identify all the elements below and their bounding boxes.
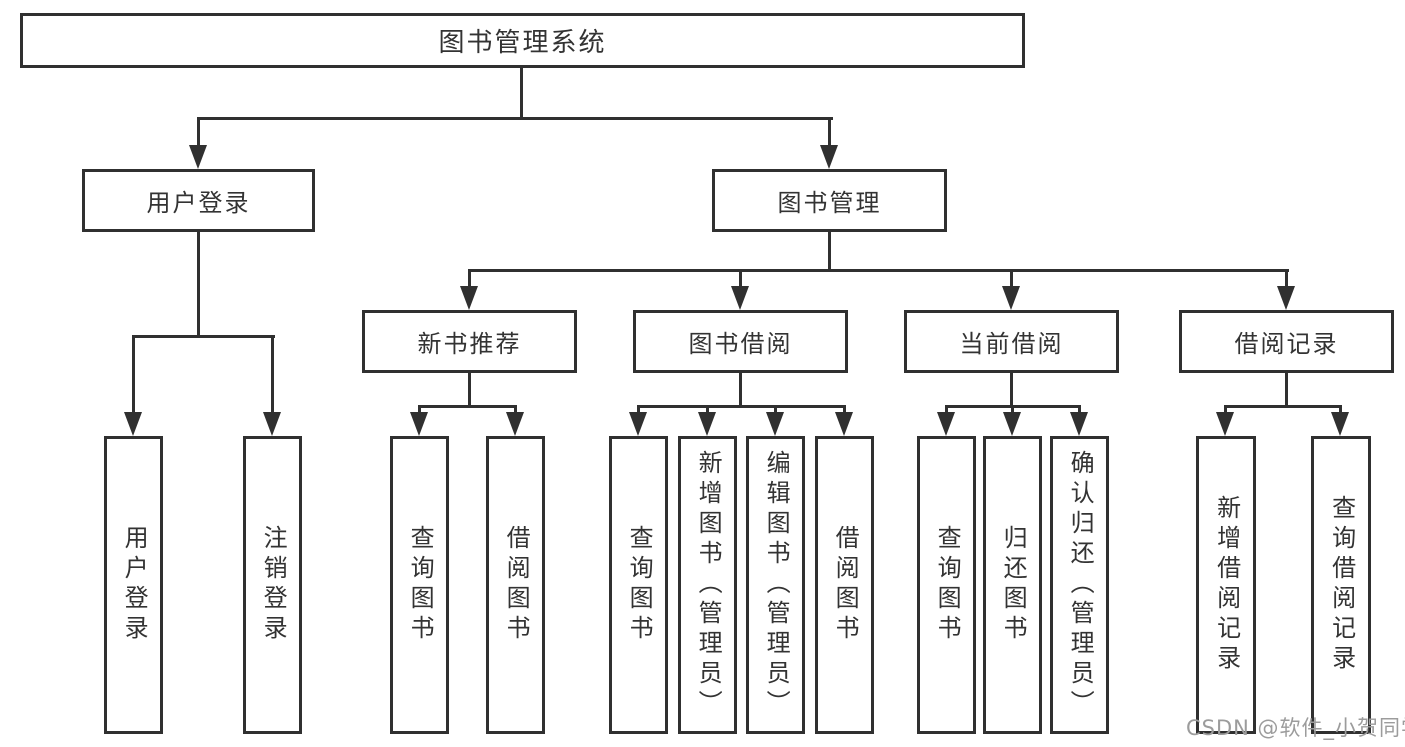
arrow-down-icon — [460, 286, 478, 310]
arrow-down-icon — [766, 412, 784, 436]
arrow-down-icon — [698, 412, 716, 436]
leaf-label: 查询图书 — [406, 525, 435, 645]
connector-drop-current — [1010, 269, 1013, 289]
connector-book-mgmt-stub — [828, 232, 831, 272]
connector-user-login-stub — [197, 232, 200, 338]
node-book-management: 图书管理 — [712, 169, 947, 232]
leaf-add-borrow-record: 新增借阅记录 — [1196, 436, 1256, 734]
node-user-login: 用户登录 — [82, 169, 315, 232]
leaf-label: 查询图书 — [625, 525, 654, 645]
connector-drop — [945, 405, 948, 415]
connector-new-book-stub — [468, 373, 471, 408]
node-new-book-recommend: 新书推荐 — [362, 310, 577, 373]
watermark: CSDN @软件_小贺同学 — [1186, 716, 1405, 740]
arrow-down-icon — [937, 412, 955, 436]
leaf-label: 借阅图书 — [831, 525, 860, 645]
connector-drop — [774, 405, 777, 415]
connector-drop — [514, 405, 517, 415]
connector-root-stub — [520, 68, 523, 120]
connector-book-mgmt-branch — [468, 269, 1289, 272]
node-new-book-recommend-label: 新书推荐 — [417, 330, 522, 358]
connector-borrowing-branch — [637, 405, 846, 408]
leaf-query-books-recommend: 查询图书 — [390, 436, 449, 734]
leaf-label: 新增借阅记录 — [1212, 495, 1241, 675]
node-user-login-label: 用户登录 — [146, 189, 251, 217]
arrow-down-icon — [124, 412, 142, 436]
leaf-user-login: 用户登录 — [104, 436, 163, 734]
leaf-user-login-label: 用户登录 — [120, 525, 149, 645]
node-book-borrowing-label: 图书借阅 — [688, 330, 793, 358]
leaf-label: 新增图书（管理员） — [694, 450, 723, 720]
leaf-query-books-borrowing: 查询图书 — [609, 436, 668, 734]
arrow-down-icon — [629, 412, 647, 436]
arrow-down-icon — [1331, 412, 1349, 436]
connector-records-branch — [1224, 405, 1342, 408]
connector-drop — [1224, 405, 1227, 415]
connector-current-stub — [1010, 373, 1013, 408]
connector-drop-user-login — [197, 117, 200, 149]
node-root-label: 图书管理系统 — [438, 28, 607, 58]
arrow-down-icon — [731, 286, 749, 310]
leaf-label: 编辑图书（管理员） — [762, 450, 791, 720]
connector-drop-new-book — [468, 269, 471, 289]
leaf-label: 查询图书 — [933, 525, 962, 645]
connector-records-stub — [1285, 373, 1288, 408]
leaf-query-books-current: 查询图书 — [917, 436, 976, 734]
connector-drop — [1011, 405, 1014, 415]
connector-drop — [1078, 405, 1081, 415]
connector-drop — [843, 405, 846, 415]
leaf-label: 确认归还（管理员） — [1066, 450, 1095, 720]
leaf-query-borrow-record: 查询借阅记录 — [1311, 436, 1371, 734]
leaf-label: 归还图书 — [999, 525, 1028, 645]
connector-drop — [418, 405, 421, 415]
node-book-borrowing: 图书借阅 — [633, 310, 848, 373]
leaf-borrow-books: 借阅图书 — [815, 436, 874, 734]
connector-drop-book-mgmt — [828, 117, 831, 149]
node-root-system: 图书管理系统 — [20, 13, 1025, 68]
connector-drop-logout — [271, 335, 274, 415]
node-borrowing-records: 借阅记录 — [1179, 310, 1394, 373]
node-borrowing-records-label: 借阅记录 — [1234, 330, 1339, 358]
connector-drop-borrowing — [739, 269, 742, 289]
connector-drop-records — [1285, 269, 1288, 289]
leaf-label: 借阅图书 — [502, 525, 531, 645]
node-current-borrowing-label: 当前借阅 — [959, 330, 1064, 358]
connector-root-branch — [197, 117, 833, 120]
leaf-label: 查询借阅记录 — [1327, 495, 1356, 675]
arrow-down-icon — [1070, 412, 1088, 436]
leaf-logout: 注销登录 — [243, 436, 302, 734]
connector-drop — [1339, 405, 1342, 415]
node-book-management-label: 图书管理 — [777, 189, 882, 217]
connector-user-login-branch — [132, 335, 275, 338]
leaf-return-books: 归还图书 — [983, 436, 1042, 734]
arrow-down-icon — [1277, 286, 1295, 310]
connector-drop-login — [132, 335, 135, 415]
leaf-borrow-books-recommend: 借阅图书 — [486, 436, 545, 734]
connector-new-book-branch — [418, 405, 517, 408]
leaf-logout-label: 注销登录 — [259, 525, 288, 645]
arrow-down-icon — [410, 412, 428, 436]
connector-borrowing-stub — [739, 373, 742, 408]
connector-drop — [637, 405, 640, 415]
arrow-down-icon — [263, 412, 281, 436]
arrow-down-icon — [835, 412, 853, 436]
node-current-borrowing: 当前借阅 — [904, 310, 1119, 373]
arrow-down-icon — [1216, 412, 1234, 436]
connector-drop — [706, 405, 709, 415]
arrow-down-icon — [820, 145, 838, 169]
leaf-edit-books-admin: 编辑图书（管理员） — [746, 436, 805, 734]
arrow-down-icon — [1003, 412, 1021, 436]
arrow-down-icon — [1002, 286, 1020, 310]
arrow-down-icon — [506, 412, 524, 436]
leaf-add-books-admin: 新增图书（管理员） — [678, 436, 737, 734]
arrow-down-icon — [189, 145, 207, 169]
leaf-confirm-return-admin: 确认归还（管理员） — [1050, 436, 1109, 734]
